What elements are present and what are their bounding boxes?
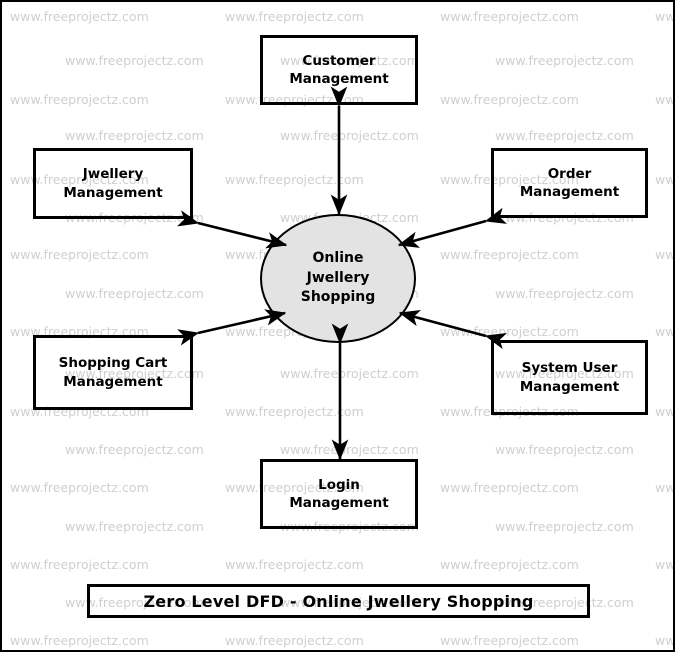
entity-jwellery-management[interactable]: Jwellery Management [33, 148, 193, 219]
entity-customer-management[interactable]: Customer Management [260, 35, 418, 105]
process-online-jwellery-shopping[interactable]: Online Jwellery Shopping [260, 214, 416, 343]
entity-label: Order Management [519, 165, 620, 200]
diagram-title-bar: Zero Level DFD - Online Jwellery Shoppin… [87, 584, 590, 618]
entity-label: Jwellery Management [63, 166, 163, 201]
diagram-title: Zero Level DFD - Online Jwellery Shoppin… [143, 591, 534, 611]
entity-login-management[interactable]: Login Management [260, 459, 418, 529]
entity-label: Login Management [289, 476, 389, 511]
entity-label: System User Management [519, 360, 620, 395]
entity-system-user-management[interactable]: System User Management [491, 340, 648, 415]
entity-label: Shopping Cart Management [58, 355, 168, 390]
process-label: Online Jwellery Shopping [300, 250, 376, 306]
entity-order-management[interactable]: Order Management [491, 148, 648, 218]
entity-label: Customer Management [289, 52, 389, 87]
entity-shopping-cart-management[interactable]: Shopping Cart Management [33, 335, 193, 410]
